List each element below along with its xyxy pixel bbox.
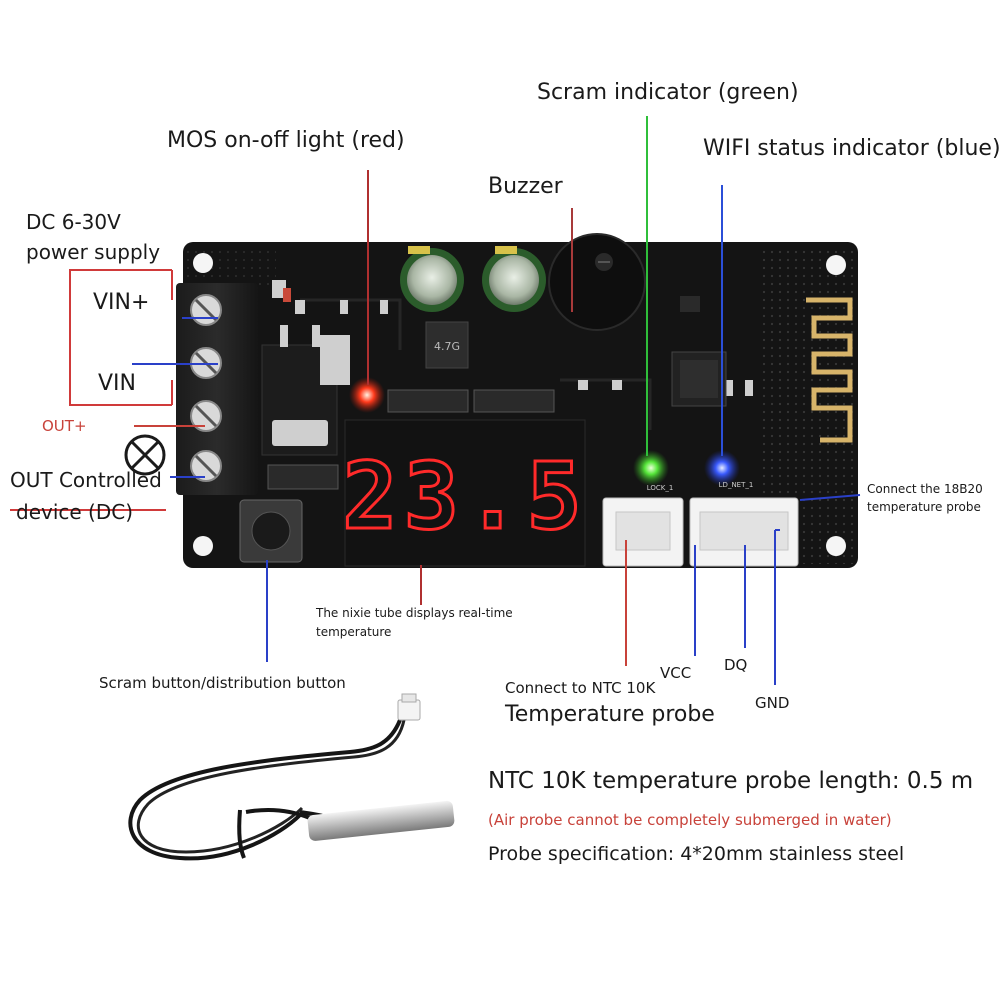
ds18b20-connector bbox=[689, 497, 799, 567]
mosfet bbox=[261, 325, 350, 456]
esp-chip bbox=[671, 296, 727, 407]
label-scram-indicator: Scram indicator (green) bbox=[537, 80, 799, 105]
label-out-controlled-line2: device (DC) bbox=[16, 500, 134, 524]
wifi-blue-led bbox=[704, 450, 740, 486]
label-scram-button: Scram button/distribution button bbox=[99, 674, 346, 692]
label-temperature-probe: Temperature probe bbox=[505, 702, 715, 727]
scram-push-button bbox=[239, 499, 303, 563]
label-nixie-line1: The nixie tube displays real-time bbox=[316, 606, 513, 620]
label-power-supply-line1: DC 6-30V bbox=[26, 210, 121, 234]
label-mos-light: MOS on-off light (red) bbox=[167, 128, 405, 153]
screw-terminal bbox=[176, 283, 258, 495]
label-buzzer: Buzzer bbox=[488, 174, 563, 199]
spec-material: Probe specification: 4*20mm stainless st… bbox=[488, 843, 905, 865]
label-gnd: GND bbox=[755, 694, 790, 712]
label-nixie-line2: temperature bbox=[316, 625, 392, 639]
label-connect-18b20-line1: Connect the 18B20 bbox=[867, 482, 983, 496]
display-digits: 23.5 bbox=[342, 443, 588, 550]
pcb-antenna bbox=[806, 297, 853, 443]
led-lock-label: LOCK_1 bbox=[647, 484, 674, 492]
capacitors bbox=[400, 246, 546, 312]
mos-red-led bbox=[349, 377, 385, 413]
label-vin: VIN bbox=[98, 371, 136, 396]
label-dq: DQ bbox=[724, 656, 748, 674]
label-out-controlled-line1: OUT Controlled bbox=[10, 468, 162, 492]
ntc-probe-illustration bbox=[128, 693, 455, 861]
ntc-connector bbox=[602, 497, 684, 567]
led-net-label: LD_NET_1 bbox=[719, 481, 754, 489]
buzzer-component bbox=[548, 233, 646, 331]
leader-lines bbox=[10, 116, 861, 685]
label-connect-ntc: Connect to NTC 10K bbox=[505, 679, 656, 697]
label-out-plus: OUT+ bbox=[42, 417, 87, 435]
label-vcc: VCC bbox=[660, 664, 692, 682]
label-wifi-indicator: WIFI status indicator (blue) bbox=[703, 136, 1001, 161]
label-vin-plus: VIN+ bbox=[93, 290, 150, 315]
spec-length: NTC 10K temperature probe length: 0.5 m bbox=[488, 768, 974, 794]
label-connect-18b20-line2: temperature probe bbox=[867, 500, 981, 514]
spec-warning: (Air probe cannot be completely submerge… bbox=[488, 811, 892, 829]
scram-green-led bbox=[633, 450, 669, 486]
label-power-supply-line2: power supply bbox=[26, 240, 161, 264]
seven-segment-display bbox=[344, 419, 586, 567]
inductor-label: 4.7G bbox=[434, 340, 460, 353]
